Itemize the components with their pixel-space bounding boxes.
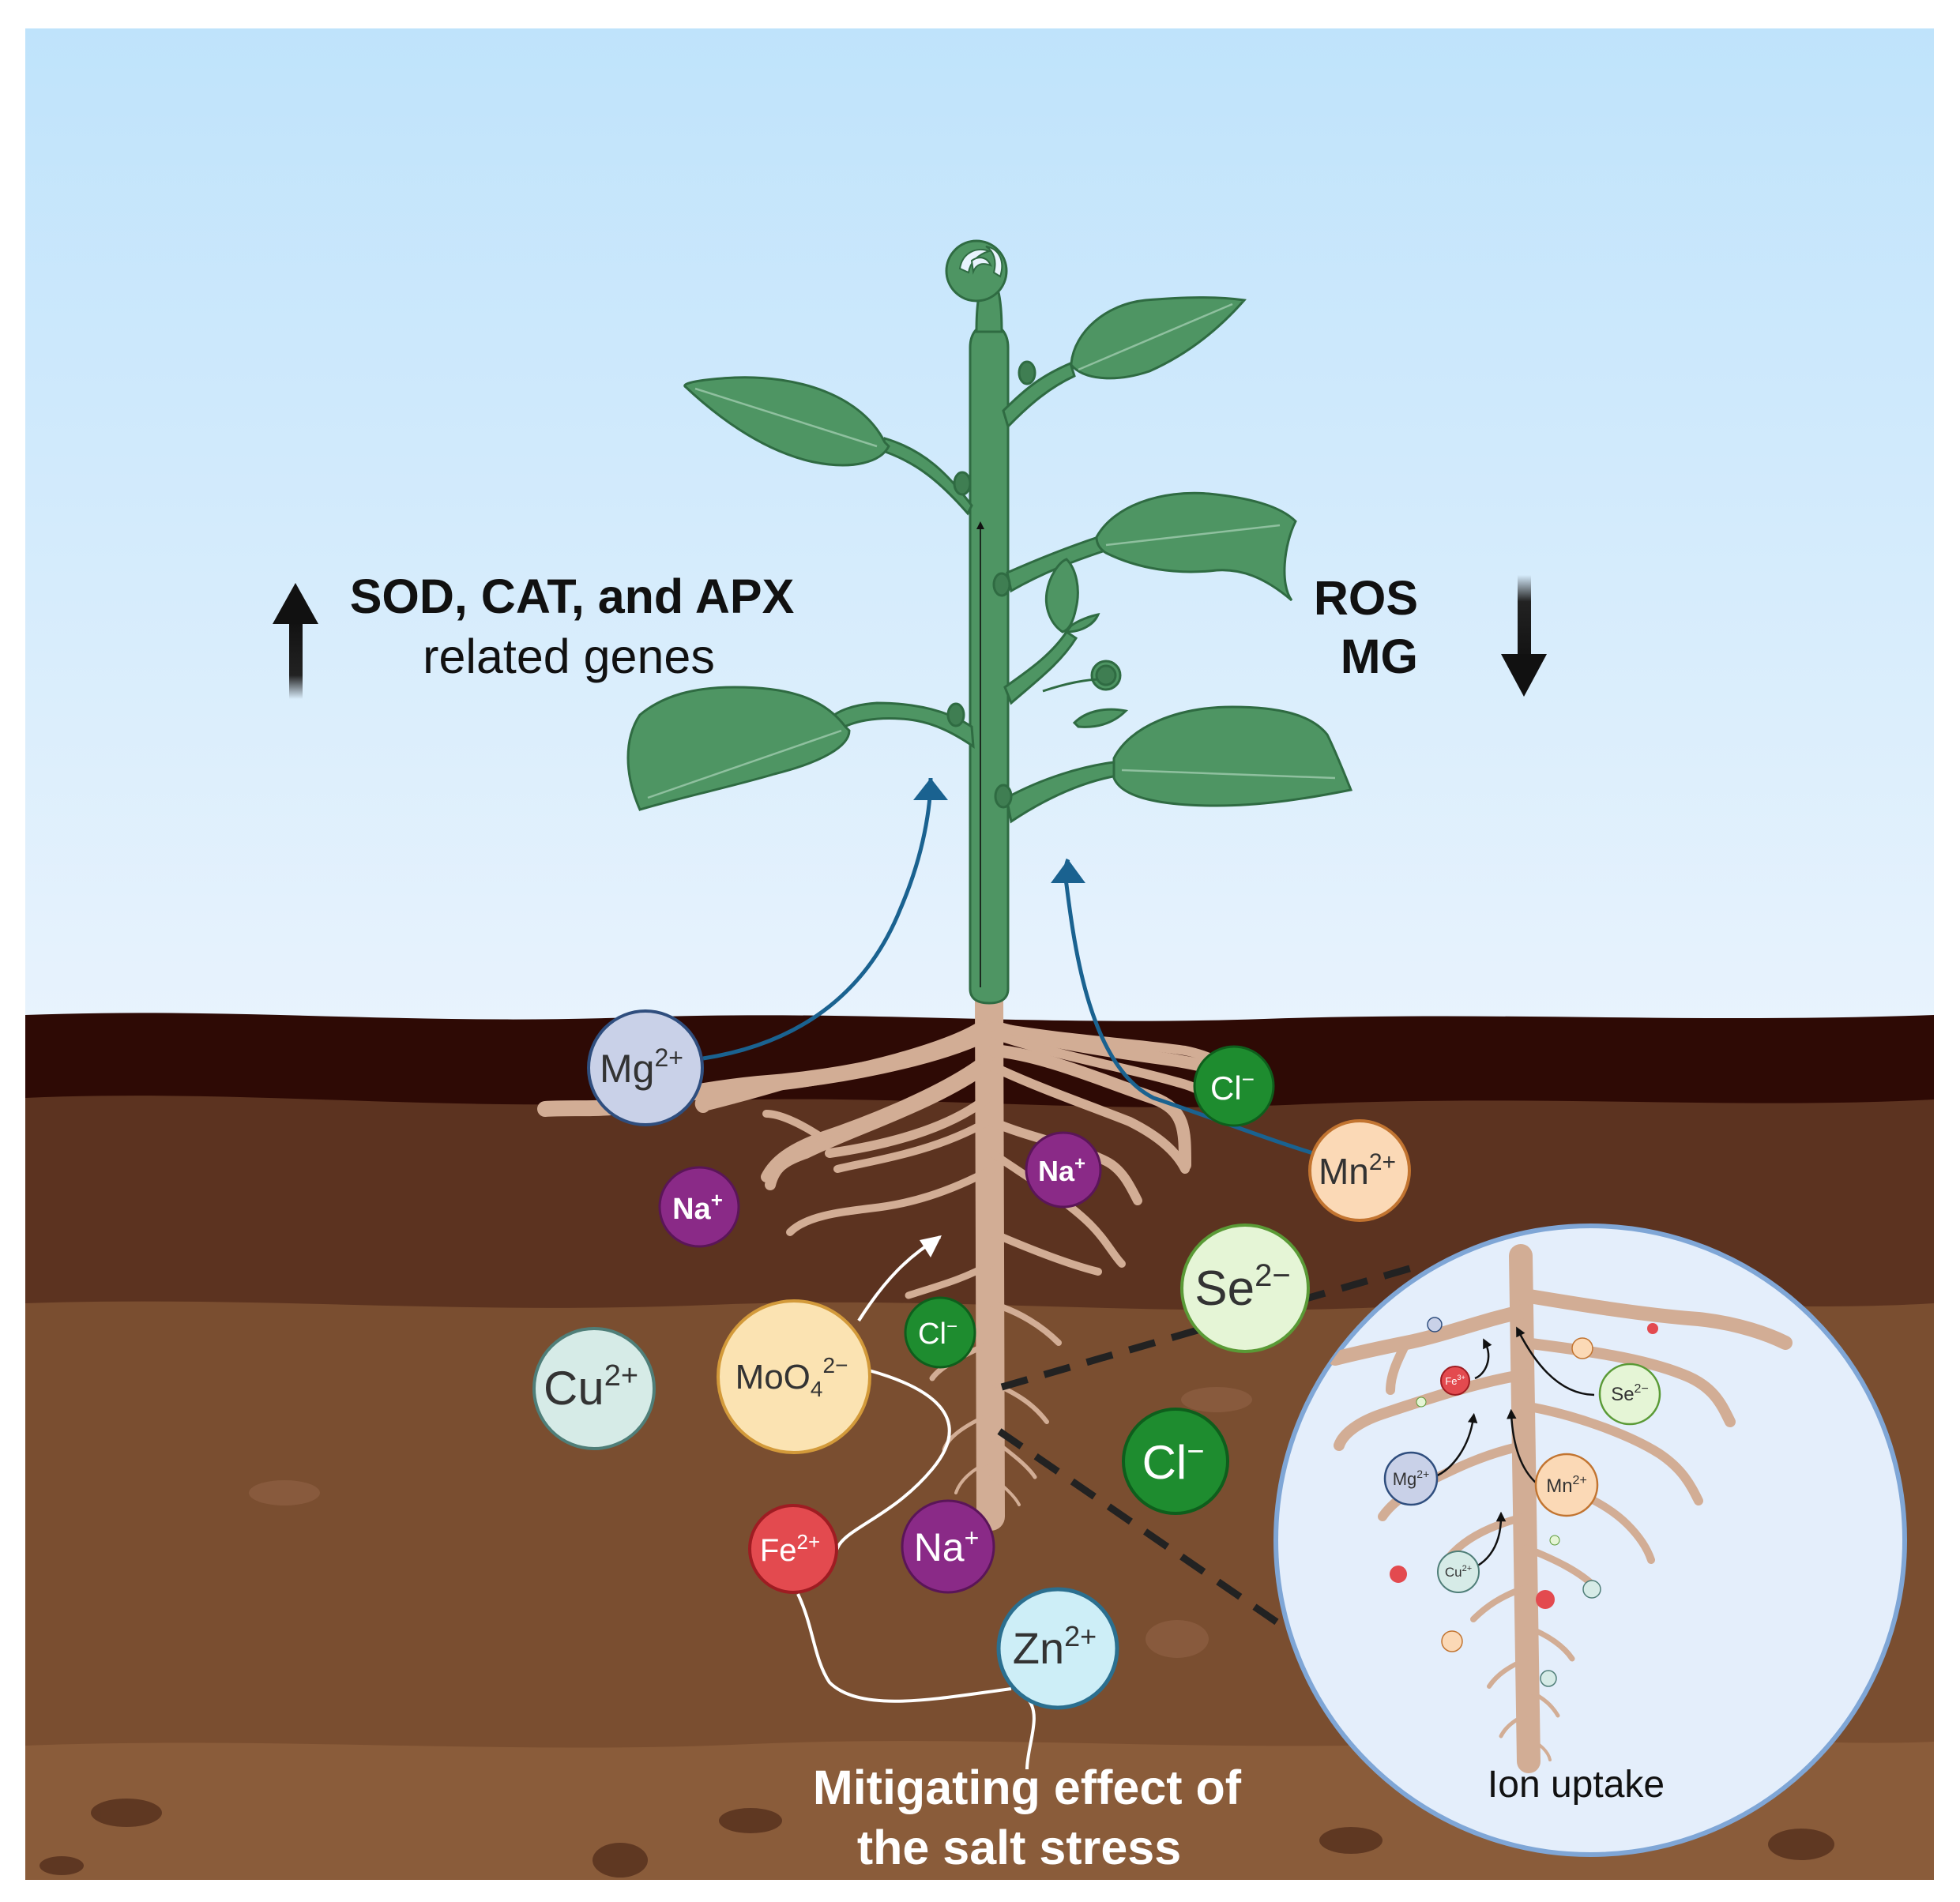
mag-mn-ion: Mn2+ bbox=[1534, 1453, 1599, 1517]
svg-text:Zn2+: Zn2+ bbox=[1013, 1620, 1097, 1673]
magnifier-ions: Fe3+ Se2− Mg2+ Mn2+ Cu2+ bbox=[1383, 1363, 1661, 1593]
mitigation-line-2: the salt stress bbox=[857, 1821, 1181, 1874]
mg-label: MG bbox=[1341, 630, 1418, 683]
svg-text:Se2−: Se2− bbox=[1611, 1382, 1649, 1405]
ros-label: ROS bbox=[1314, 571, 1418, 625]
enzyme-genes-subtitle: related genes bbox=[423, 630, 715, 683]
zoom-connector-lines bbox=[997, 1260, 1428, 1638]
svg-text:Mg2+: Mg2+ bbox=[1393, 1468, 1430, 1489]
se-ion: Se2− bbox=[1180, 1224, 1310, 1353]
zn-ion: Zn2+ bbox=[996, 1587, 1119, 1710]
svg-text:Mn2+: Mn2+ bbox=[1546, 1474, 1587, 1497]
plant-roots bbox=[537, 981, 1255, 1531]
enzyme-genes-title: SOD, CAT, and APX bbox=[350, 569, 795, 623]
mag-fe-ion: Fe3+ bbox=[1440, 1366, 1470, 1396]
na-left-ion: Na+ bbox=[658, 1166, 740, 1248]
mag-mg-ion: Mg2+ bbox=[1383, 1451, 1439, 1506]
svg-text:Cu2+: Cu2+ bbox=[544, 1359, 638, 1415]
na-mid-ion: Na+ bbox=[1025, 1131, 1102, 1208]
svg-text:Mg2+: Mg2+ bbox=[600, 1043, 683, 1091]
svg-text:Fe3+: Fe3+ bbox=[1445, 1374, 1465, 1387]
svg-text:Na+: Na+ bbox=[914, 1524, 980, 1569]
magnifier-caption: Ion uptake bbox=[1488, 1764, 1665, 1806]
soil-ions: Mg2+ Cl− Mn2+ Na+ Na+ Se2− Cu2+ MoO42− bbox=[532, 1009, 1411, 1710]
cl-large-ion: Cl− bbox=[1122, 1408, 1229, 1515]
na-bottom-ion: Na+ bbox=[901, 1499, 995, 1594]
down-arrow-icon bbox=[1501, 575, 1547, 697]
plant-shoot bbox=[626, 239, 1353, 1005]
svg-text:Cl−: Cl− bbox=[918, 1316, 957, 1351]
mitigation-line-1: Mitigating effect of bbox=[813, 1761, 1242, 1814]
ion-uptake-magnifier: Fe3+ Se2− Mg2+ Mn2+ Cu2+ bbox=[1273, 1224, 1907, 1857]
svg-text:Mn2+: Mn2+ bbox=[1319, 1149, 1396, 1192]
svg-text:Cu2+: Cu2+ bbox=[1445, 1564, 1472, 1580]
decrease-annotation: ROS MG bbox=[1314, 571, 1547, 697]
mag-cu-ion: Cu2+ bbox=[1437, 1551, 1480, 1593]
ion-transport-arrows bbox=[702, 777, 1367, 1171]
moo4-ion: MoO42− bbox=[717, 1299, 871, 1454]
white-ion-paths bbox=[796, 1235, 1036, 1770]
cu-ion: Cu2+ bbox=[532, 1327, 656, 1450]
mag-se-ion: Se2− bbox=[1598, 1363, 1661, 1426]
svg-text:MoO42−: MoO42− bbox=[735, 1353, 848, 1401]
cl-small-ion: Cl− bbox=[904, 1296, 976, 1369]
increase-annotation: SOD, CAT, and APX related genes bbox=[273, 569, 795, 699]
svg-text:Fe2+: Fe2+ bbox=[760, 1530, 820, 1568]
svg-text:Cl−: Cl− bbox=[1142, 1435, 1205, 1489]
svg-text:Se2−: Se2− bbox=[1194, 1258, 1290, 1316]
up-arrow-icon bbox=[273, 583, 318, 699]
fe-ion: Fe2+ bbox=[748, 1504, 838, 1594]
mn-ion: Mn2+ bbox=[1308, 1119, 1411, 1222]
svg-text:Na+: Na+ bbox=[1038, 1153, 1085, 1187]
svg-text:Na+: Na+ bbox=[672, 1188, 723, 1226]
soil-pebbles bbox=[40, 1387, 1834, 1878]
svg-text:Cl−: Cl− bbox=[1210, 1067, 1255, 1107]
mitigation-caption: Mitigating effect of the salt stress bbox=[813, 1761, 1242, 1874]
cl-top-ion: Cl− bbox=[1193, 1045, 1275, 1127]
mg-ion: Mg2+ bbox=[587, 1009, 704, 1126]
scattered-ion-dots bbox=[1390, 1317, 1658, 1687]
